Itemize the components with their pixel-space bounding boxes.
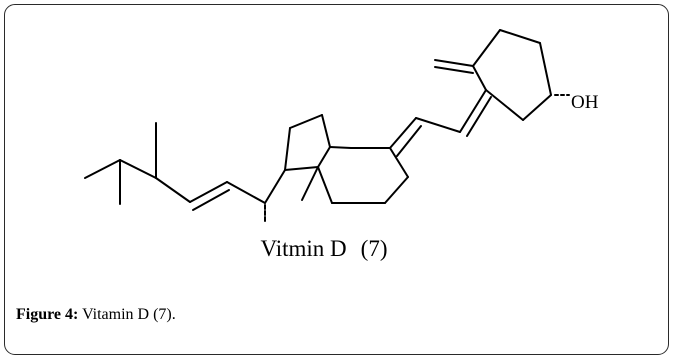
compound-number: (7): [360, 236, 388, 261]
bond: [434, 59, 474, 67]
bond: [155, 177, 191, 203]
bond: [317, 146, 331, 168]
bond: [396, 125, 422, 157]
vitamin-d-structure: [84, 29, 570, 222]
figure-frame: [4, 4, 669, 355]
bond: [119, 159, 157, 179]
bond: [284, 127, 291, 171]
compound-label: Vitmin D (7): [0, 236, 675, 262]
figure-caption: Figure 4: Vitamin D (7).: [16, 306, 176, 324]
caption-label: Figure 4:: [16, 306, 79, 323]
bond: [329, 146, 352, 149]
caption-text: Vitamin D (7).: [78, 306, 176, 323]
bond: [389, 117, 417, 149]
bond: [192, 189, 230, 211]
bond: [384, 176, 409, 204]
bond: [522, 94, 552, 121]
bond: [84, 159, 121, 179]
bond: [189, 181, 228, 203]
bond: [459, 89, 487, 133]
compound-name: Vitmin D: [260, 236, 347, 261]
bond: [415, 117, 461, 133]
bond: [264, 169, 286, 204]
bond: [539, 42, 552, 96]
bond: [284, 166, 319, 171]
bond: [472, 65, 487, 91]
bond: [301, 166, 319, 201]
bond: [434, 66, 474, 74]
bond: [317, 166, 333, 204]
bond: [466, 96, 492, 137]
bond: [389, 147, 409, 178]
bond: [226, 181, 266, 204]
bond: [289, 114, 323, 129]
bond: [499, 29, 541, 44]
hydroxyl-label: OH: [571, 92, 599, 113]
bond: [321, 114, 331, 148]
bond: [485, 89, 524, 121]
bond: [472, 29, 501, 67]
